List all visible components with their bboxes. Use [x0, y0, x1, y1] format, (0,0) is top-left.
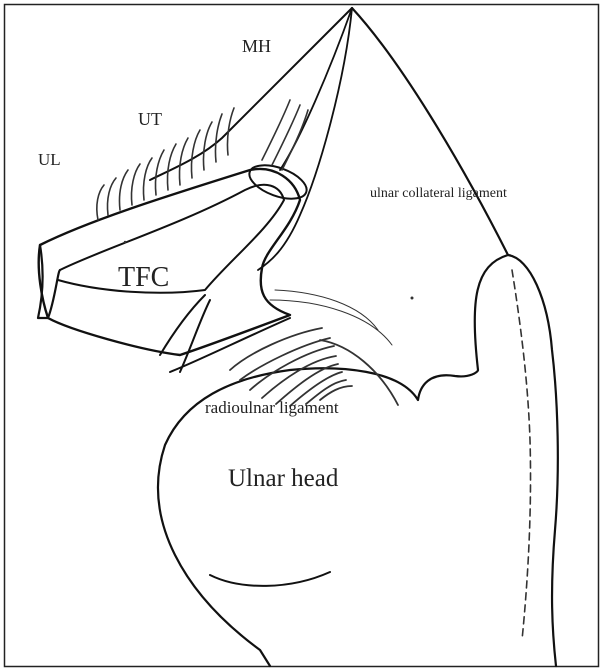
- radioulnar-ligament-fibers: [230, 290, 398, 406]
- tfc-left-wedge: [38, 245, 60, 318]
- ulnar-head-outline: [158, 8, 508, 666]
- ulnar-styloid-outline: [508, 255, 558, 666]
- label-ut: UT: [138, 109, 162, 129]
- label-tfc: TFC: [118, 262, 169, 293]
- ulnar-head-inner-curve: [210, 572, 330, 586]
- meniscus-inner-line: [280, 8, 352, 170]
- label-ulnar-collateral-ligament: ulnar collateral ligament: [370, 186, 507, 201]
- dot-mark: [411, 297, 414, 300]
- label-ulnar-head: Ulnar head: [228, 465, 339, 492]
- meniscus-ring: [245, 159, 311, 206]
- dot-mark: [124, 241, 126, 243]
- tfc-inner-curve: [58, 185, 284, 293]
- label-ul: UL: [38, 150, 61, 169]
- label-mh: MH: [242, 36, 271, 56]
- label-radioulnar-ligament: radioulnar ligament: [205, 398, 339, 417]
- ligament-fibers: [97, 100, 308, 220]
- styloid-dashed-line: [512, 270, 531, 640]
